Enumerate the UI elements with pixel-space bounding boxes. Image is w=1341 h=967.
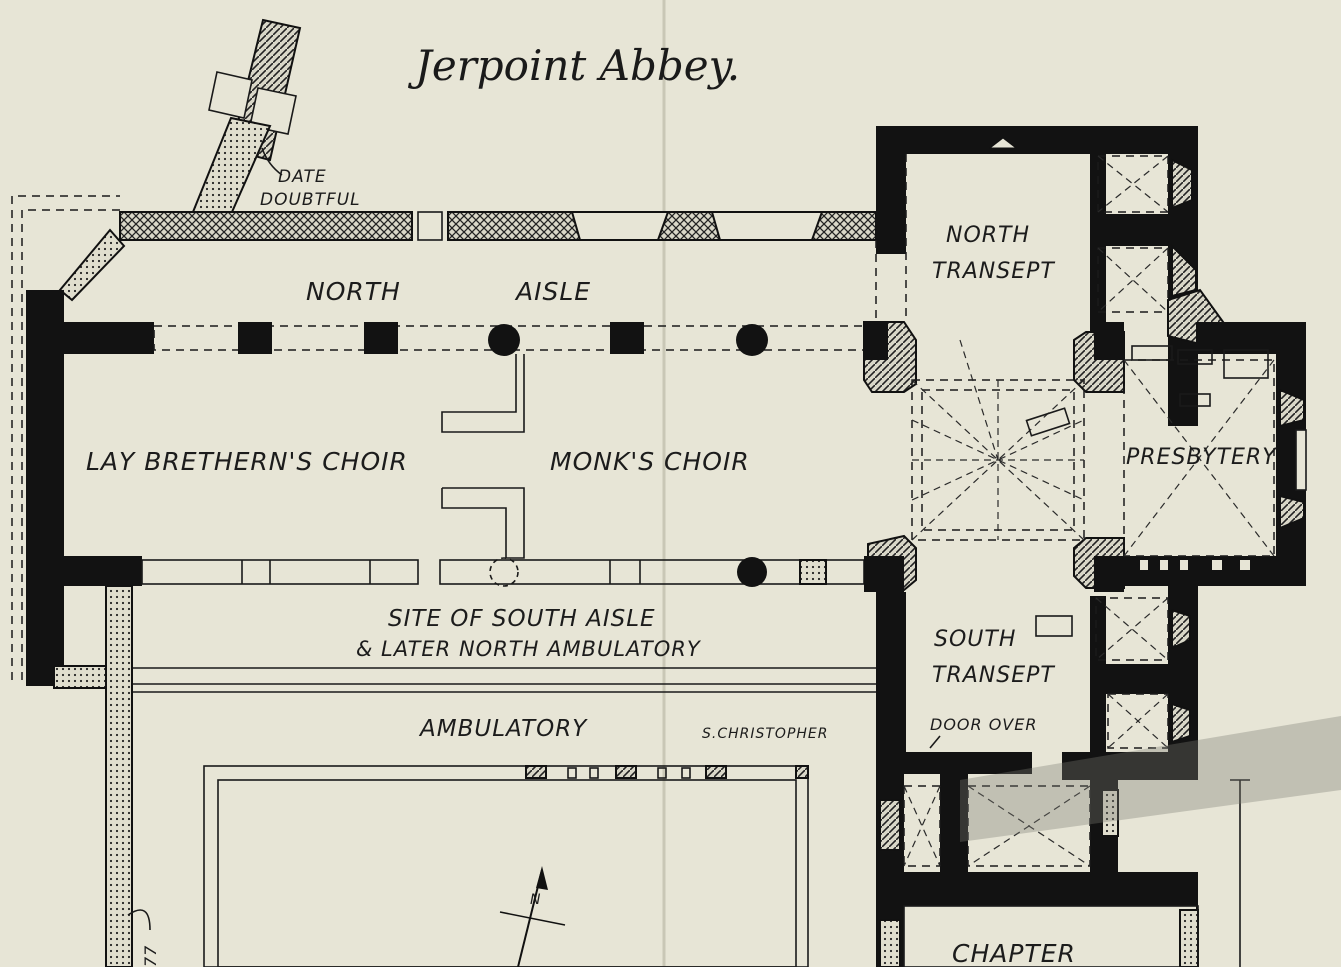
nw-annex: [191, 18, 302, 213]
west-outline: [11, 195, 126, 686]
north-aisle-wall: [119, 211, 877, 241]
label-north-transept-2: TRANSEPT: [932, 259, 1055, 284]
south-arcade: [26, 556, 865, 587]
label-south-transept-1: SOUTH: [934, 627, 1016, 652]
label-lay-brethren-choir: LAY BRETHERN'S CHOIR: [86, 447, 408, 476]
shadow-band: [960, 716, 1341, 842]
north-arcade: [26, 322, 865, 356]
choir-screens: [441, 354, 525, 559]
label-chapter: CHAPTER: [952, 939, 1076, 967]
label-ambulatory: AMBULATORY: [418, 716, 588, 742]
north-arrow: [499, 866, 566, 967]
cloister-lines: [53, 585, 880, 967]
label-north-aisle-2: AISLE: [514, 277, 591, 306]
plan-title: Jerpoint Abbey.: [407, 41, 740, 90]
transept-block: [863, 126, 1307, 967]
label-date: DATE: [278, 167, 327, 187]
label-north-transept-1: NORTH: [946, 223, 1030, 248]
label-monks-choir: MONK'S CHOIR: [550, 447, 750, 476]
edge-number: 77: [141, 945, 160, 967]
label-south-aisle-2: & LATER NORTH AMBULATORY: [356, 637, 702, 661]
label-south-aisle-1: SITE OF SOUTH AISLE: [388, 606, 656, 632]
label-north-aisle-1: NORTH: [306, 277, 401, 306]
label-doubtful: DOUBTFUL: [260, 190, 361, 210]
label-presbytery: PRESBYTERY: [1126, 445, 1277, 470]
north-arrow-letter: N: [530, 892, 541, 908]
label-s-christopher: S.CHRISTOPHER: [702, 726, 829, 742]
label-south-transept-2: TRANSEPT: [932, 663, 1055, 688]
label-door-over: DOOR OVER: [930, 715, 1037, 734]
